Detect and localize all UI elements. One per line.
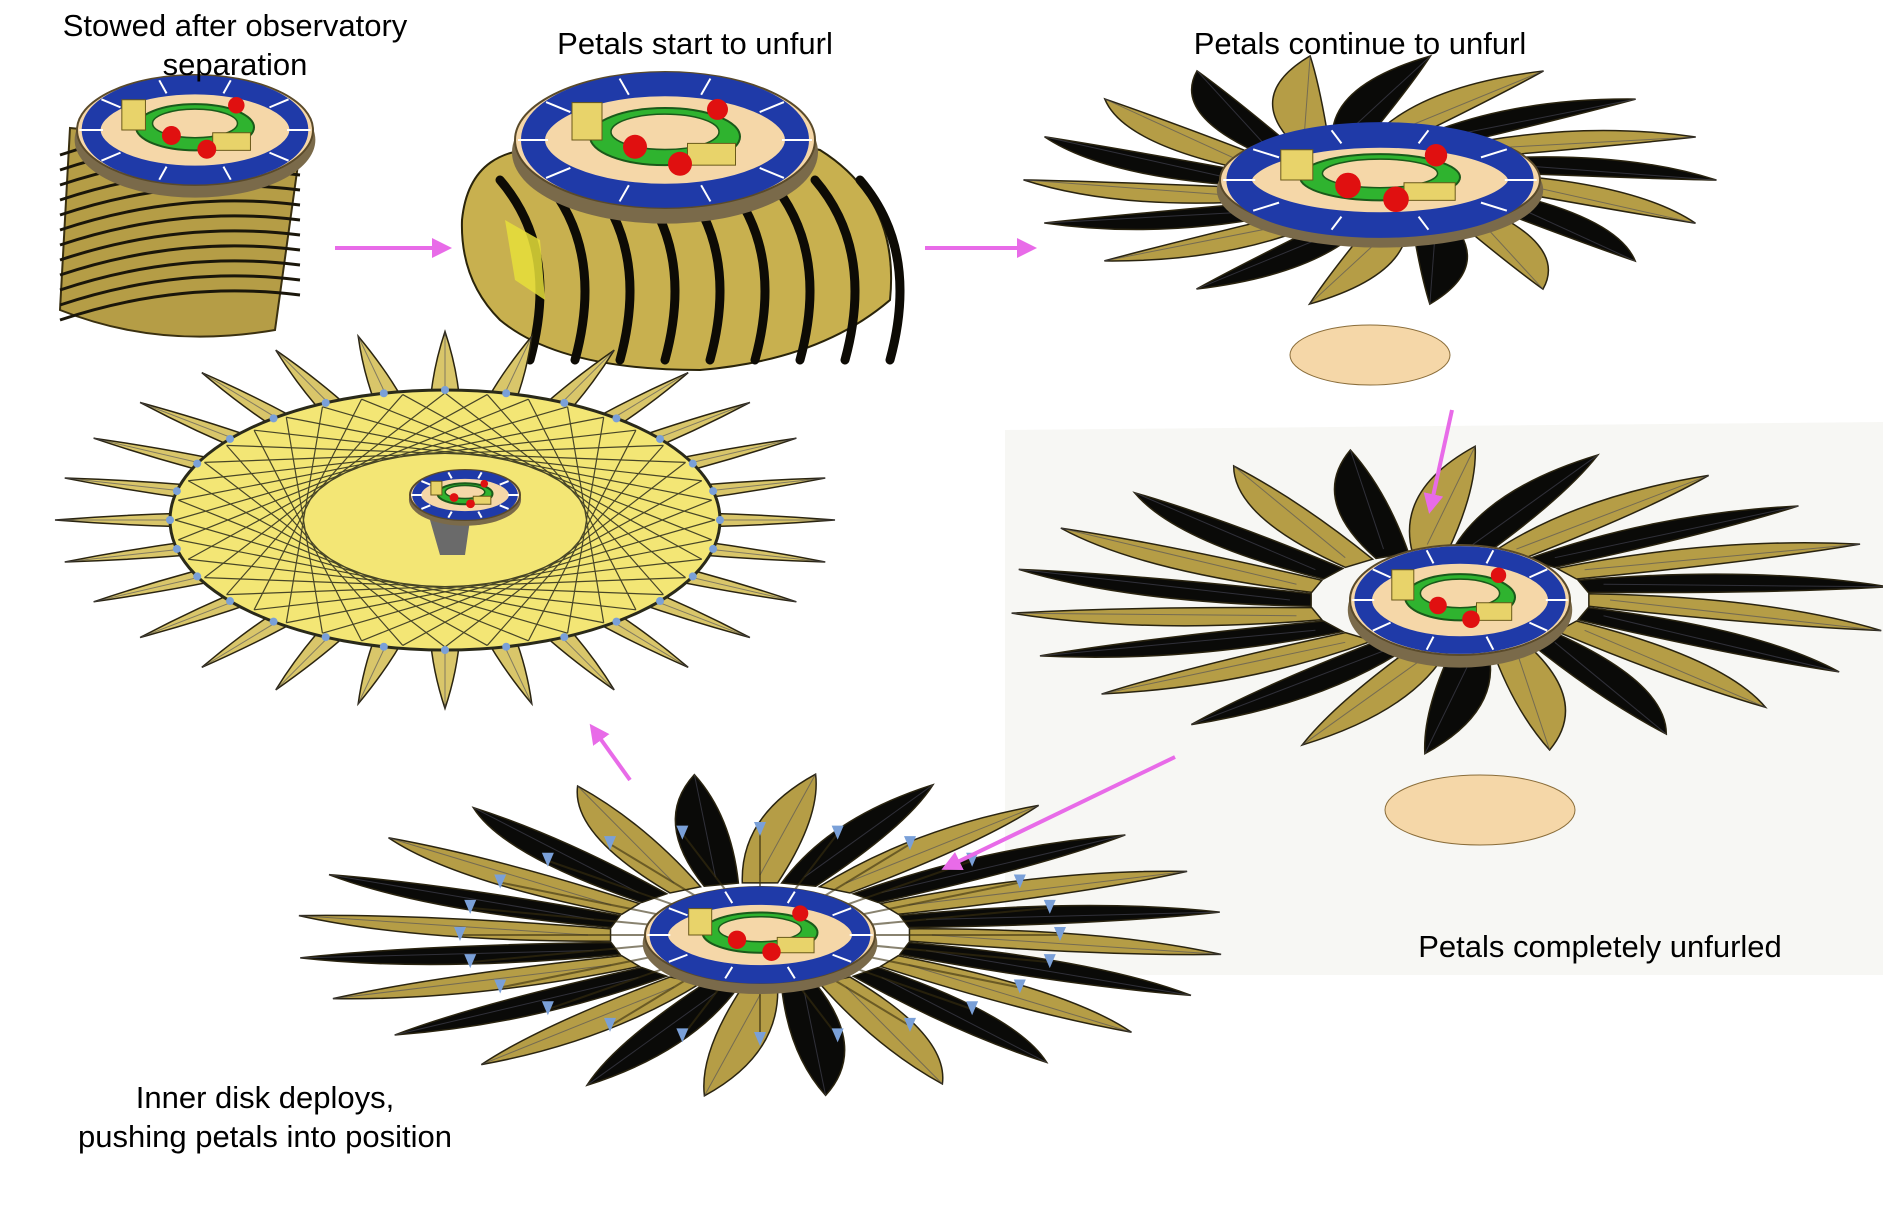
caption-stowed-line2: separation xyxy=(40,45,430,84)
caption-stowed: Stowed after observatory separation xyxy=(40,6,430,84)
stage6-deployed-illustration xyxy=(55,332,835,709)
stage3-unfurl-continue-illustration xyxy=(1024,56,1717,385)
caption-petals-complete: Petals completely unfurled xyxy=(1410,927,1790,966)
caption-petals-start: Petals start to unfurl xyxy=(520,24,870,63)
arrow-stage5-to-stage6 xyxy=(592,727,630,780)
caption-stowed-line1: Stowed after observatory xyxy=(40,6,430,45)
caption-petals-continue: Petals continue to unfurl xyxy=(1160,24,1560,63)
caption-inner-disk-line1: Inner disk deploys, xyxy=(50,1078,480,1117)
stage1-stowed-illustration xyxy=(60,75,315,337)
caption-inner-disk: Inner disk deploys, pushing petals into … xyxy=(50,1078,480,1156)
caption-inner-disk-line2: pushing petals into position xyxy=(50,1117,480,1156)
stage2-unfurl-start-illustration xyxy=(462,72,900,370)
